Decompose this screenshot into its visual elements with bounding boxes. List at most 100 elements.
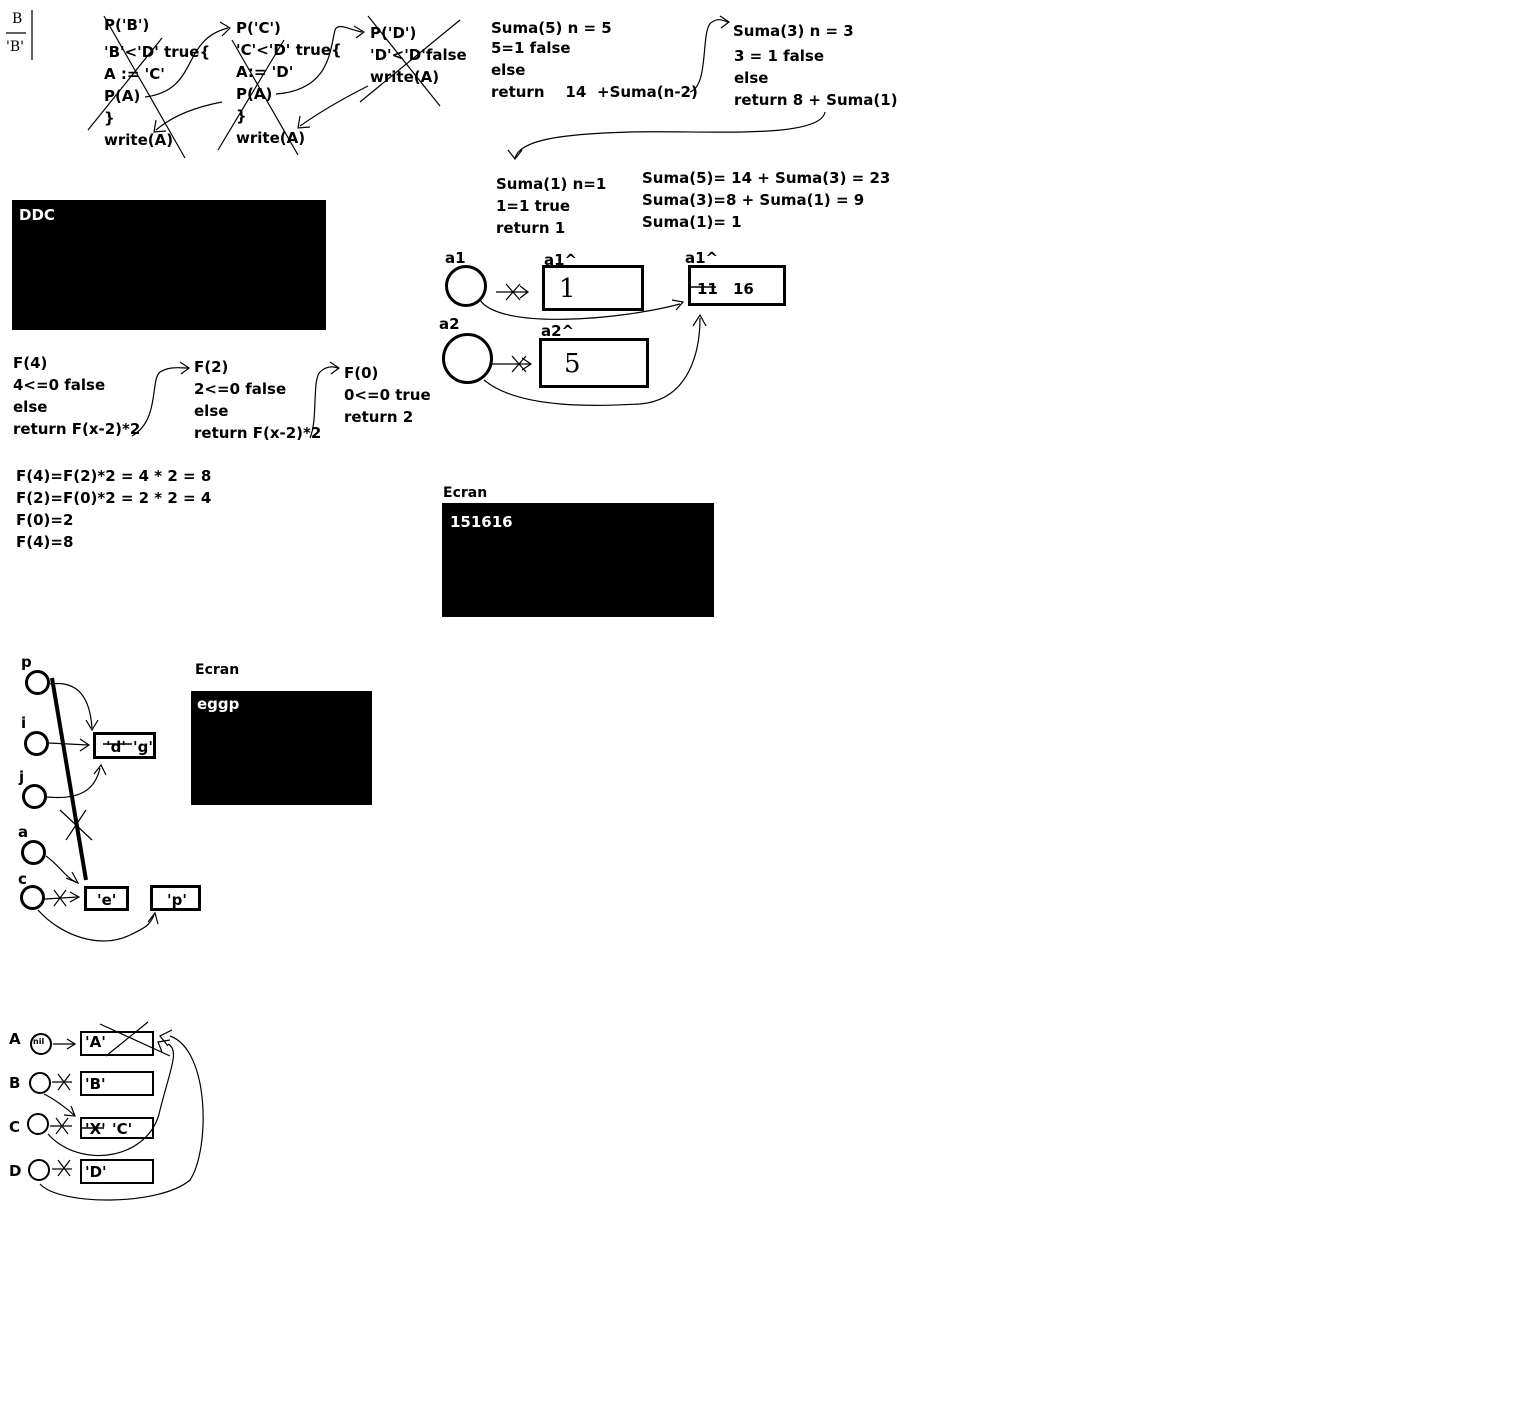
trace-line: return 14 xyxy=(491,83,587,101)
corner-top-letter: B xyxy=(12,11,23,27)
target-label-a2: a2^ xyxy=(541,322,575,340)
pointer-D xyxy=(28,1159,50,1181)
trace-line: return F(x-2)*2 xyxy=(13,420,141,438)
trace-line: write(A) xyxy=(104,131,174,149)
cell-value: 'A' xyxy=(85,1033,106,1051)
memory-cell-a2: 5 xyxy=(539,338,649,388)
trace-line: F(2) xyxy=(194,358,229,376)
cell-value: 'p' xyxy=(167,891,187,909)
pointer-label-a: a xyxy=(18,823,29,841)
trace-line: 0<=0 true xyxy=(344,386,431,404)
new-value: 'g' xyxy=(133,738,153,756)
list-cell-C: 'X' 'C' xyxy=(80,1117,154,1139)
trace-line: P('D') xyxy=(370,24,417,42)
pointer-a2 xyxy=(442,333,493,384)
old-value-struck: 'X' xyxy=(85,1120,106,1138)
trace-line: P('C') xyxy=(236,19,281,37)
target-label-a1: a1^ xyxy=(544,251,578,269)
trace-line: P(A) xyxy=(236,85,273,103)
nil-value: nil xyxy=(33,1037,45,1046)
cell-value: 'e' xyxy=(97,891,117,909)
output-text: 151616 xyxy=(450,513,513,531)
trace-line: else xyxy=(734,69,769,87)
trace-line: 'C'<'D' true{ xyxy=(236,41,342,59)
trace-line: } xyxy=(236,107,247,125)
pointer-a xyxy=(21,840,46,865)
trace-line: 'D'<'D'false xyxy=(370,46,467,64)
list-cell-B: 'B' xyxy=(80,1071,154,1096)
trace-line: Suma(1) n=1 xyxy=(496,175,607,193)
list-cell-D: 'D' xyxy=(80,1159,154,1184)
trace-line: 2<=0 false xyxy=(194,380,287,398)
trace-line: Suma(5) n = 5 xyxy=(491,19,612,37)
cell-value: 'C' xyxy=(112,1120,133,1138)
cell-value: 'D' xyxy=(85,1163,107,1181)
trace-line: else xyxy=(13,398,48,416)
old-value-struck: 'd' xyxy=(106,738,126,756)
output-screen-ddc: DDC xyxy=(12,200,326,330)
target-label-shared: a1^ xyxy=(685,249,719,267)
trace-line: write(A) xyxy=(370,68,440,86)
result-line: Suma(3)=8 + Suma(1) = 9 xyxy=(642,191,865,209)
result-line: F(4)=F(2)*2 = 4 * 2 = 8 xyxy=(16,467,212,485)
memory-cell-p: 'p' xyxy=(150,885,201,911)
trace-line: F(4) xyxy=(13,354,48,372)
new-value: 16 xyxy=(733,280,754,298)
trace-line: 5=1 false xyxy=(491,39,571,57)
cell-value: 5 xyxy=(564,349,581,379)
output-screen-1: 151616 xyxy=(442,503,714,617)
trace-line: Suma(3) n = 3 xyxy=(733,22,854,40)
pointer-a1 xyxy=(445,265,487,307)
trace-line: return F(x-2)*2 xyxy=(194,424,322,442)
pointer-A: nil xyxy=(30,1033,52,1055)
trace-line: return 8 + Suma(1) xyxy=(734,91,898,109)
trace-line: write(A) xyxy=(236,129,306,147)
pointer-C xyxy=(27,1113,49,1135)
cell-value: 'B' xyxy=(85,1075,106,1093)
pointer-label-C: C xyxy=(9,1118,21,1136)
trace-line: P(A) xyxy=(104,87,141,105)
pointer-label-a1: a1 xyxy=(445,249,466,267)
trace-line: return 2 xyxy=(344,408,414,426)
pointer-j xyxy=(22,784,47,809)
output-text: DDC xyxy=(19,206,55,224)
pointer-label-a2: a2 xyxy=(439,315,460,333)
pointer-label-B: B xyxy=(9,1074,21,1092)
corner-bottom-letter: 'B' xyxy=(6,39,24,55)
pointer-c xyxy=(20,885,45,910)
trace-line: A := 'C' xyxy=(104,65,165,83)
memory-cell-a1: 1 xyxy=(542,265,644,311)
screen-label: Ecran xyxy=(443,485,488,501)
pointer-p xyxy=(25,670,50,695)
trace-line: 1=1 true xyxy=(496,197,571,215)
output-screen-2: eggp xyxy=(191,691,372,805)
trace-line: return 1 xyxy=(496,219,566,237)
memory-cell-shared: 11 16 xyxy=(688,265,786,306)
pointer-i xyxy=(24,731,49,756)
result-line: F(4)=8 xyxy=(16,533,74,551)
result-line: F(0)=2 xyxy=(16,511,74,529)
pointer-label-p: p xyxy=(21,653,32,671)
result-line: F(2)=F(0)*2 = 2 * 2 = 4 xyxy=(16,489,212,507)
output-text: eggp xyxy=(197,695,240,713)
trace-line: } xyxy=(104,109,115,127)
pointer-label-i: i xyxy=(21,714,27,732)
screen-label: Ecran xyxy=(195,662,240,678)
cell-value: 1 xyxy=(559,274,576,304)
old-value-struck: 11 xyxy=(697,280,718,298)
trace-line: else xyxy=(194,402,229,420)
trace-line: 3 = 1 false xyxy=(734,47,824,65)
trace-line: A:= 'D' xyxy=(236,63,294,81)
pointer-label-c: c xyxy=(18,870,27,888)
pointer-label-A: A xyxy=(9,1030,21,1048)
trace-line: 4<=0 false xyxy=(13,376,106,394)
trace-line: P('B') xyxy=(104,16,150,34)
trace-line: else xyxy=(491,61,526,79)
memory-cell-dg: 'd' 'g' xyxy=(93,732,156,759)
pointer-label-D: D xyxy=(9,1162,22,1180)
memory-cell-e: 'e' xyxy=(84,886,129,911)
pointer-B xyxy=(29,1072,51,1094)
trace-line: +Suma(n-2) xyxy=(597,83,698,101)
result-line: Suma(1)= 1 xyxy=(642,213,742,231)
